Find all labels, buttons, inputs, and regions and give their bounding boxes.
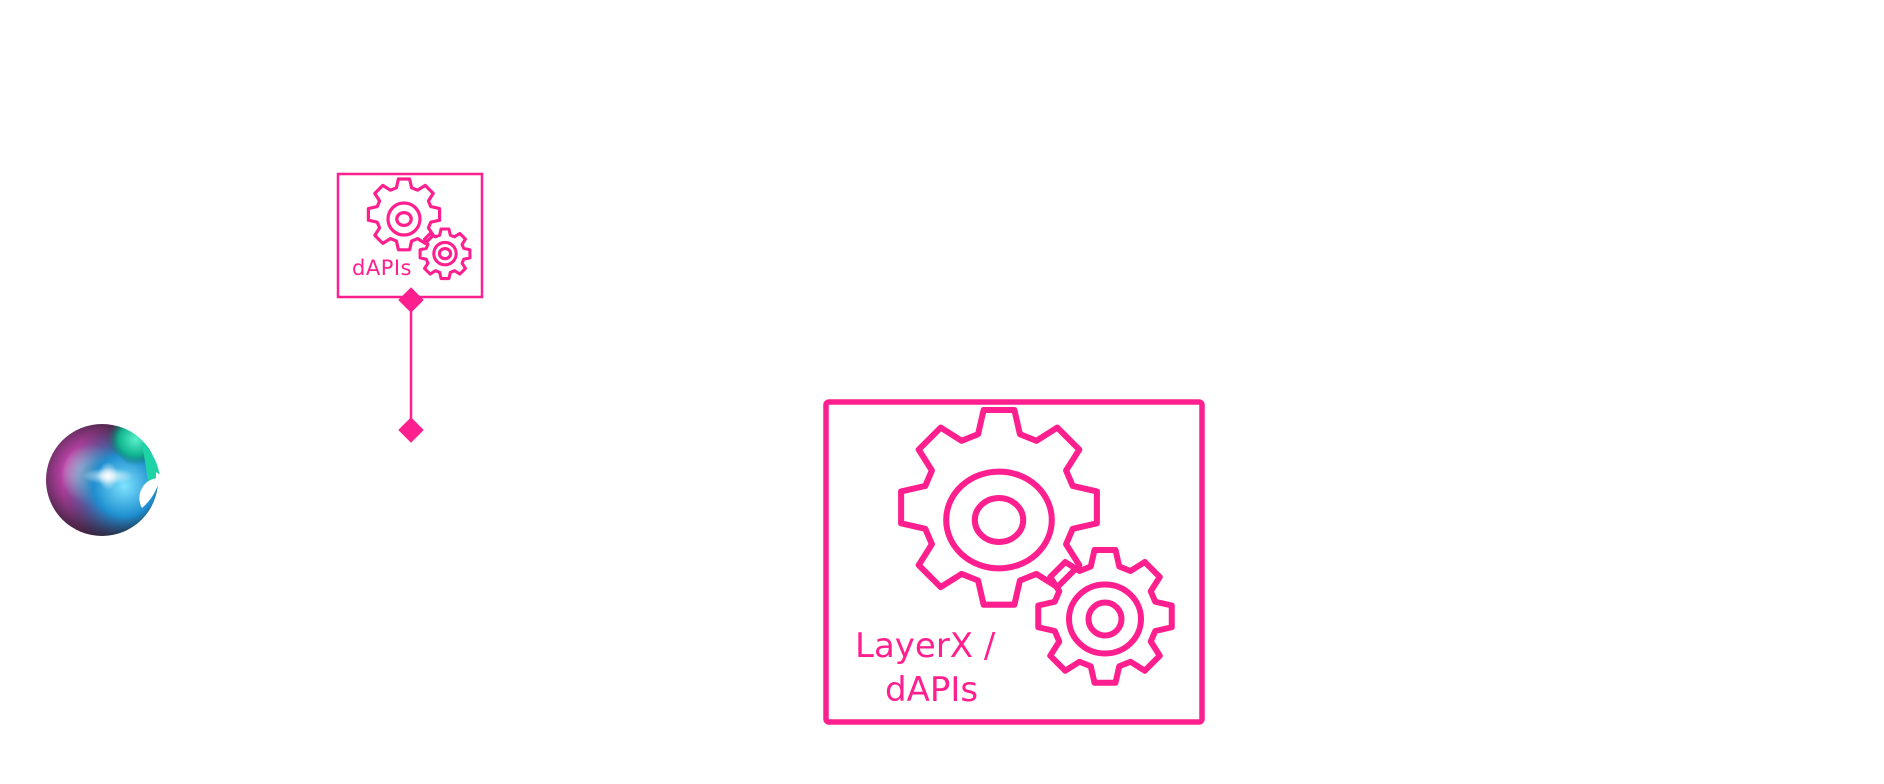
gears-icon (901, 410, 1172, 683)
layerx-label-line2: dAPIs (885, 670, 979, 710)
layerx-label-line1: LayerX / (855, 626, 996, 666)
connector-line (398, 287, 424, 443)
layerx-dapis-label: LayerX / dAPIs (855, 624, 1015, 712)
connector-end-diamond[interactable] (398, 417, 424, 443)
layerx-dapis-node[interactable] (823, 399, 1205, 725)
gears-icon (366, 177, 472, 281)
siri-orb-icon (46, 423, 164, 536)
connector-start-diamond[interactable] (398, 287, 424, 313)
dapis-small-label: dAPIs (352, 256, 412, 280)
layerx-dapis-box (823, 399, 1205, 725)
